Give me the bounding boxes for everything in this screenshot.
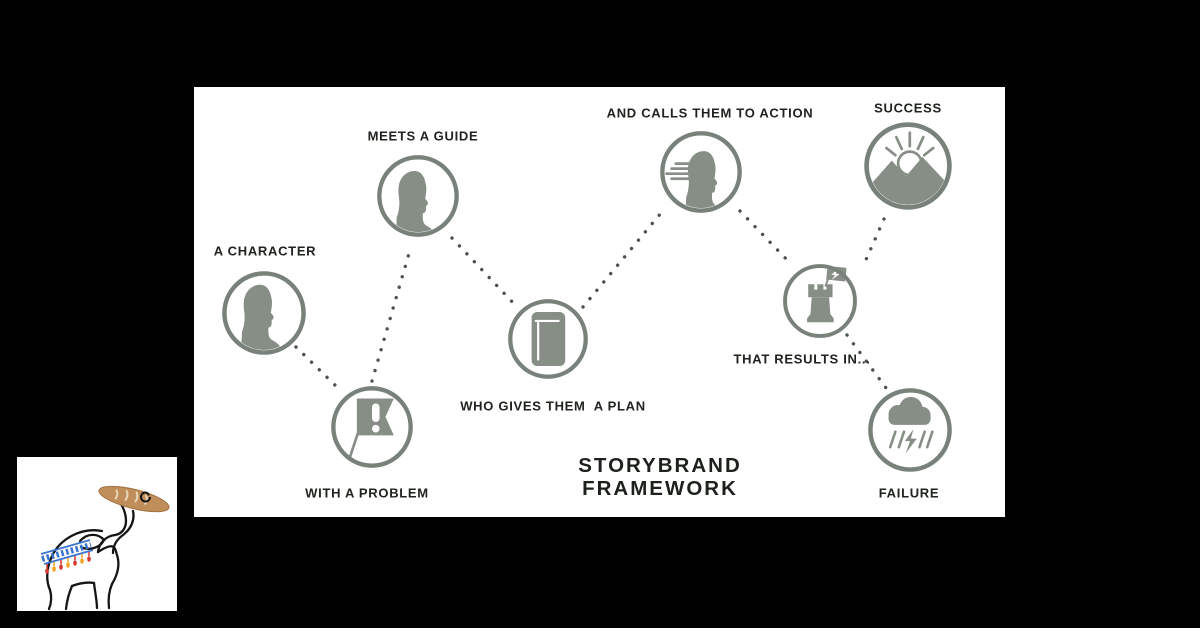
success-node [863,121,953,211]
connector-character-problem [294,345,343,393]
elephant-illustration [40,485,170,611]
action-label: AND CALLS THEM TO ACTION [606,105,814,121]
connector-guide-plan [450,236,519,309]
results-node [782,263,858,339]
success-label: SUCCESS [874,100,942,116]
title-line-2: FRAMEWORK [582,477,738,500]
problem-node [330,385,414,469]
elephant-eye-swirl [140,491,151,503]
character-label: A CHARACTER [213,243,317,259]
failure-label: FAILURE [878,485,940,501]
plan-node [507,298,589,380]
guide-label: MEETS A GUIDE [367,128,479,144]
results-label: THAT RESULTS IN... [733,351,871,367]
character-node [221,270,307,356]
blanket-tassels [45,552,91,574]
problem-label: WITH A PROBLEM [305,485,429,501]
failure-node [867,387,953,473]
blanket [40,539,94,565]
connector-success-results [863,217,886,264]
plan-label: WHO GIVES THEM A PLAN [460,398,646,414]
guide-profile-icon [377,155,459,237]
rain-lines [888,430,934,449]
sun-rays [885,131,935,157]
sunrise-mountains-icon [864,122,952,210]
title-line-1: STORYBRAND [578,454,742,477]
elephant-outline [46,502,135,611]
castle-lightning-flag-icon [783,264,857,338]
speed-lines [665,162,703,181]
problem-flag-icon [331,386,413,468]
connector-plan-action [581,205,668,309]
storybrand-diagram-card: A CHARACTER WITH A PROBLEM MEETS A GUIDE… [194,87,1005,517]
person-profile-icon [222,271,306,355]
dotted-connectors [294,205,891,394]
connector-problem-guide [370,248,412,383]
action-node [659,130,743,214]
connector-results-failure [845,333,891,394]
connector-action-results [738,209,793,266]
baguette [98,485,170,513]
plan-book-icon [508,299,588,379]
elephant-baguette-logo [17,457,177,611]
storm-cloud-icon [868,388,952,472]
call-to-action-profile-icon [660,131,742,213]
guide-node [376,154,460,238]
